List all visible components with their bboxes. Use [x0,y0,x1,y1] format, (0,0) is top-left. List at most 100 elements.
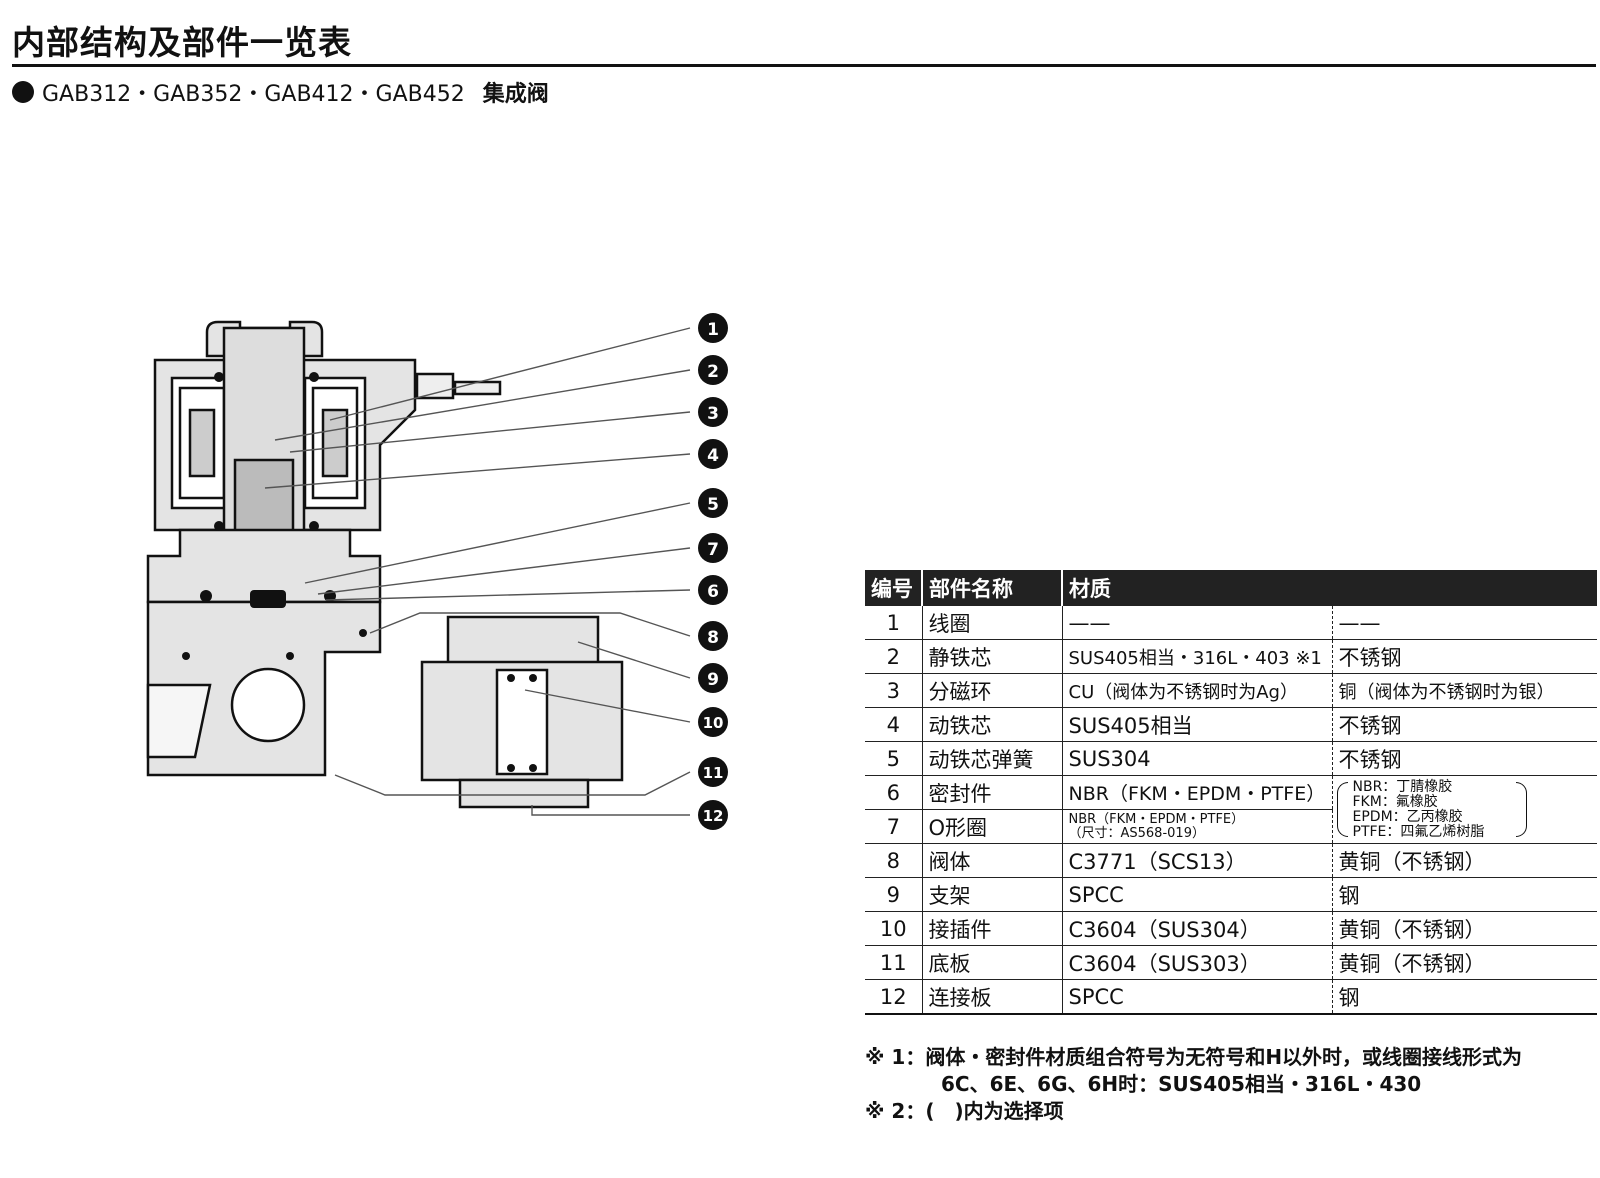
table-row: 12 连接板 SPCC 钢 [865,979,1597,1015]
valve-cross-section-diagram: 1 2 3 4 5 7 6 8 9 10 11 12 [146,313,728,830]
part-name: 静铁芯 [922,639,1063,674]
parts-table: 编号 部件名称 材质 1 线圈 —— —— 2 静铁芯 SUS405相当・316… [865,570,1597,1015]
part-number: 12 [865,979,923,1015]
part-material-code: SPCC [1062,877,1332,912]
svg-text:8: 8 [707,628,719,648]
part-name: 支架 [922,877,1063,912]
header-material: 材质 [1061,570,1597,606]
svg-text:6: 6 [707,582,719,602]
bracket-right [1516,782,1527,837]
legend-item: PTFE：四氟乙烯树脂 [1352,823,1485,840]
table-row: 10 接插件 C3604（SUS304） 黄铜（不锈钢） [865,911,1597,946]
svg-text:12: 12 [703,807,724,825]
callout-6: 6 [698,575,728,605]
part-number: 8 [865,843,923,878]
part-material-code: C3604（SUS303） [1062,945,1332,980]
table-row: 7 O形圈 NBR（FKM・EPDM・PTFE） （尺寸：AS568-019） [865,809,1597,844]
callout-markers: 1 2 3 4 5 7 6 8 9 10 11 12 [698,313,728,830]
material-size-line: （尺寸：AS568-019） [1068,825,1205,841]
part-material-name: 不锈钢 [1331,639,1597,674]
part-material-code: NBR（FKM・EPDM・PTFE） （尺寸：AS568-019） [1062,809,1332,844]
part-material-name: 钢 [1331,877,1597,912]
part-material-code: —— [1062,606,1332,640]
footnote-1-continued: 6C、6E、6G、6H时：SUS405相当・316L・430 [941,1072,1422,1096]
table-row: 6 密封件 NBR（FKM・EPDM・PTFE） NBR：丁腈橡胶 FKM：氟橡… [865,775,1597,844]
table-row: 2 静铁芯 SUS405相当・316L・403 ※1 不锈钢 [865,639,1597,674]
part-material-code: SUS405相当 [1062,707,1332,742]
part-name: 动铁芯弹簧 [922,741,1063,776]
callout-12: 12 [698,800,728,830]
callout-8: 8 [698,621,728,651]
title-divider [12,64,1596,67]
seal-material-legend: NBR：丁腈橡胶 FKM：氟橡胶 EPDM：乙丙橡胶 PTFE：四氟乙烯树脂 [1331,775,1597,844]
legend-item: EPDM：乙丙橡胶 [1352,808,1463,825]
part-number: 9 [865,877,923,912]
callout-3: 3 [698,397,728,427]
part-material-name: 黄铜（不锈钢） [1331,843,1597,878]
svg-text:2: 2 [707,362,719,382]
svg-text:1: 1 [707,320,719,340]
part-material-name: 黄铜（不锈钢） [1331,911,1597,946]
footnote-1: ※ 1：阀体・密封件材质组合符号为无符号和H以外时，或线圈接线形式为 [865,1045,1523,1069]
table-header-row: 编号 部件名称 材质 [865,570,1597,606]
svg-text:9: 9 [707,670,719,690]
table-row: 5 动铁芯弹簧 SUS304 不锈钢 [865,741,1597,776]
material-line: NBR（FKM・EPDM・PTFE） [1068,811,1245,827]
part-material-code: C3604（SUS304） [1062,911,1332,946]
part-number: 2 [865,639,923,674]
callout-4: 4 [698,439,728,469]
part-name: 底板 [922,945,1063,980]
svg-text:4: 4 [707,446,719,466]
part-material-code: CU（阀体为不锈钢时为Ag） [1062,673,1332,708]
callout-5: 5 [698,488,728,518]
table-row: 4 动铁芯 SUS405相当 不锈钢 [865,707,1597,742]
part-name: 分磁环 [922,673,1063,708]
part-name: 动铁芯 [922,707,1063,742]
part-material-name: 黄铜（不锈钢） [1331,945,1597,980]
svg-text:3: 3 [707,404,719,424]
part-material-code: SUS405相当・316L・403 ※1 [1062,639,1332,674]
part-number: 11 [865,945,923,980]
table-row: 11 底板 C3604（SUS303） 黄铜（不锈钢） [865,945,1597,980]
legend-item: NBR：丁腈橡胶 [1352,778,1453,795]
part-material-code: NBR（FKM・EPDM・PTFE） [1062,775,1332,810]
part-name: 接插件 [922,911,1063,946]
callout-10: 10 [698,707,728,737]
part-material-name: 铜（阀体为不锈钢时为银） [1331,673,1597,708]
part-name: 线圈 [922,606,1063,640]
page-title: 内部结构及部件一览表 [12,23,352,62]
svg-text:5: 5 [707,495,719,515]
table-row: 3 分磁环 CU（阀体为不锈钢时为Ag） 铜（阀体为不锈钢时为银） [865,673,1597,708]
model-subtitle: GAB312・GAB352・GAB412・GAB452 集成阀 [12,76,549,108]
callout-7: 7 [698,533,728,563]
part-name: 阀体 [922,843,1063,878]
part-number: 4 [865,707,923,742]
table-row: 9 支架 SPCC 钢 [865,877,1597,912]
part-number: 1 [865,606,923,640]
part-material-name: 不锈钢 [1331,707,1597,742]
part-number: 10 [865,911,923,946]
footnote-2: ※ 2：( )内为选择项 [865,1099,1064,1123]
header-number: 编号 [865,570,922,606]
callout-1: 1 [698,313,728,343]
part-material-code: C3771（SCS13） [1062,843,1332,878]
legend-item: FKM：氟橡胶 [1352,793,1438,810]
bracket-left [1336,782,1348,837]
part-number: 6 [865,775,923,810]
callout-9: 9 [698,663,728,693]
part-name: O形圈 [922,809,1063,844]
part-material-code: SPCC [1062,979,1332,1015]
part-number: 7 [865,809,923,844]
header-part-name: 部件名称 [921,570,1062,606]
part-material-name: 不锈钢 [1331,741,1597,776]
callout-11: 11 [698,757,728,787]
svg-text:10: 10 [703,714,724,732]
model-type: 集成阀 [482,82,549,107]
part-number: 5 [865,741,923,776]
svg-text:7: 7 [707,540,719,560]
part-material-code: SUS304 [1062,741,1332,776]
part-material-name: 钢 [1331,979,1597,1015]
table-row: 1 线圈 —— —— [865,606,1597,640]
part-name: 连接板 [922,979,1063,1015]
part-number: 3 [865,673,923,708]
